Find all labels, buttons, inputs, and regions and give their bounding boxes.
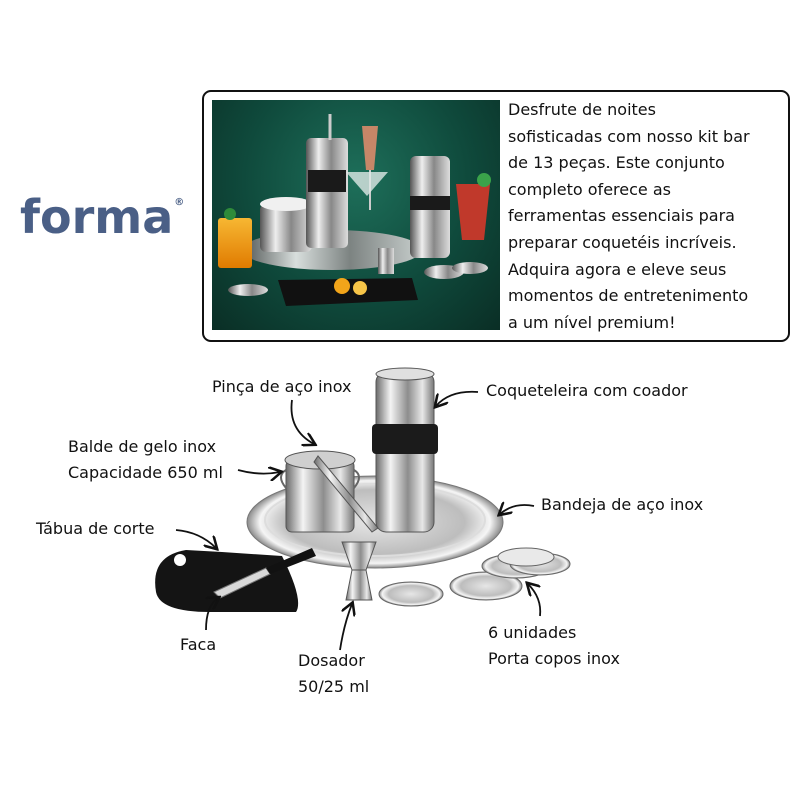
arrow-pinca bbox=[290, 399, 314, 444]
label-portacopos-2: Porta copos inox bbox=[488, 649, 620, 668]
promo-line: Adquira agora e eleve seus bbox=[508, 259, 727, 279]
promo-line: ferramentas essenciais para bbox=[508, 206, 735, 226]
promo-text: Desfrute de noites sofisticadas com noss… bbox=[508, 97, 784, 336]
arrow-bandeja bbox=[500, 505, 535, 514]
label-pinca: Pinça de aço inox bbox=[212, 377, 352, 396]
promo-line: de 13 peças. Este conjunto bbox=[508, 153, 725, 173]
promo-line: sofisticadas com nosso kit bar bbox=[508, 126, 750, 146]
cocktail-shaker bbox=[372, 367, 438, 533]
coasters bbox=[378, 547, 571, 607]
arrow-coqueteleira bbox=[436, 390, 479, 406]
promo-line: a um nível premium! bbox=[508, 312, 676, 332]
kit-bar-photo-illustration bbox=[218, 114, 491, 306]
promo-card: Desfrute de noites sofisticadas com noss… bbox=[202, 90, 790, 342]
arrow-balde bbox=[237, 470, 280, 474]
tongs bbox=[313, 455, 379, 533]
arrow-faca bbox=[206, 598, 218, 631]
label-tabua: Tábua de corte bbox=[36, 519, 155, 538]
label-faca: Faca bbox=[180, 635, 217, 654]
label-bandeja: Bandeja de aço inox bbox=[541, 495, 704, 514]
arrow-tabua bbox=[175, 529, 216, 548]
brand-logo-text: forma bbox=[20, 190, 174, 244]
promo-line: Desfrute de noites bbox=[508, 100, 656, 119]
promo-line: momentos de entretenimento bbox=[508, 286, 749, 306]
tray bbox=[246, 475, 504, 569]
promo-line: completo oferece as bbox=[508, 179, 671, 199]
arrow-portacopos bbox=[528, 584, 542, 617]
registered-mark: ® bbox=[174, 197, 185, 208]
label-dosador-1: Dosador bbox=[298, 651, 365, 670]
knife bbox=[213, 548, 316, 599]
kit-bar-photo bbox=[212, 100, 500, 330]
brand-logo: forma® bbox=[20, 194, 184, 240]
label-balde-2: Capacidade 650 ml bbox=[68, 463, 223, 482]
arrow-dosador bbox=[339, 604, 352, 651]
label-coqueteleira: Coqueteleira com coador bbox=[486, 381, 688, 400]
jigger bbox=[341, 541, 377, 601]
ice-bucket bbox=[280, 450, 360, 533]
promo-line: preparar coquetéis incríveis. bbox=[508, 232, 737, 252]
label-dosador-2: 50/25 ml bbox=[298, 677, 370, 696]
label-portacopos-1: 6 unidades bbox=[488, 623, 577, 642]
cutting-board bbox=[155, 550, 299, 612]
label-balde-1: Balde de gelo inox bbox=[68, 437, 217, 456]
